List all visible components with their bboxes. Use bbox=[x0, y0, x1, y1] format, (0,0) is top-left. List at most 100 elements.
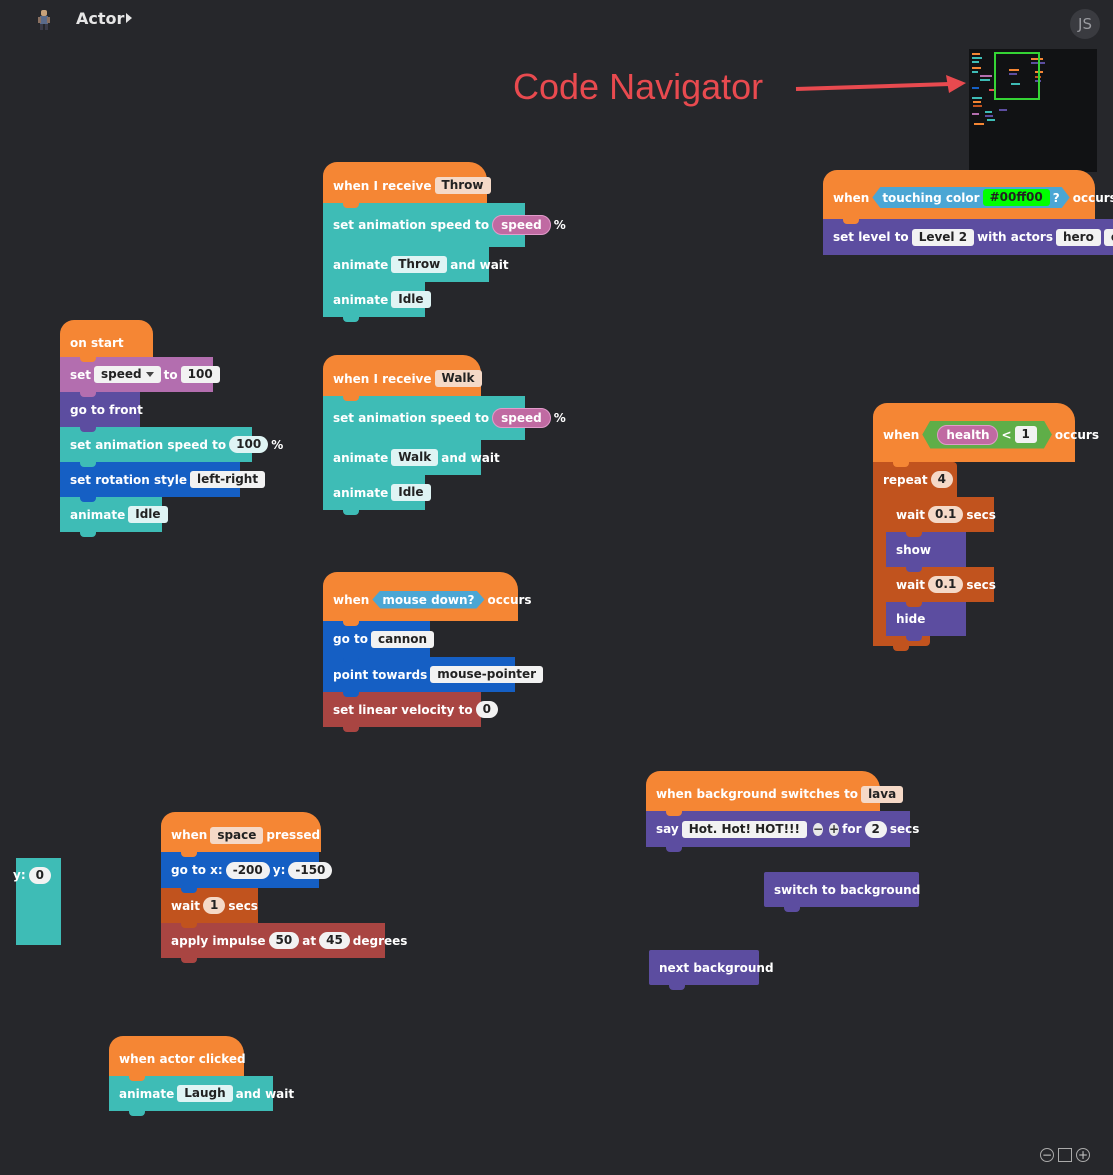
caret-right-icon[interactable] bbox=[126, 13, 132, 23]
actor-dropdown-hero[interactable]: hero bbox=[1056, 228, 1101, 246]
speed-variable[interactable]: speed bbox=[492, 215, 551, 235]
animate-and-wait-block[interactable]: animate Walk and wait bbox=[323, 440, 500, 480]
actor-dropdown-coin[interactable]: coin bbox=[1103, 228, 1113, 246]
animation-dropdown[interactable]: Idle bbox=[391, 484, 431, 501]
set-animation-speed-block[interactable]: set animation speed to 100 % bbox=[60, 427, 283, 467]
animation-dropdown[interactable]: Laugh bbox=[177, 1085, 233, 1102]
velocity-label: set linear velocity to bbox=[333, 702, 473, 717]
navigator-viewport[interactable] bbox=[994, 52, 1040, 100]
set-animation-speed-block[interactable]: set animation speed to speed % bbox=[323, 396, 566, 445]
anim-speed-label: set animation speed to bbox=[70, 437, 227, 452]
when-i-receive-throw-hat[interactable]: when I receive Throw bbox=[323, 162, 491, 208]
set-linear-velocity-block[interactable]: set linear velocity to 0 bbox=[323, 692, 498, 732]
plus-icon[interactable]: + bbox=[1076, 1148, 1090, 1162]
set-label: set bbox=[70, 367, 92, 382]
when-mouse-down-hat[interactable]: when mouse down? occurs bbox=[323, 572, 532, 626]
show-block[interactable]: show bbox=[886, 532, 966, 572]
switch-to-background-block[interactable]: switch to background bbox=[764, 872, 920, 912]
when-i-receive-walk-hat[interactable]: when I receive Walk bbox=[323, 355, 482, 401]
mouse-down-condition[interactable]: mouse down? bbox=[372, 591, 484, 609]
go-to-target-dropdown[interactable]: cannon bbox=[371, 630, 435, 648]
variable-dropdown[interactable]: speed bbox=[94, 366, 161, 383]
go-to-x-label: go to x: bbox=[171, 863, 223, 877]
set-value-input[interactable]: 100 bbox=[180, 366, 220, 383]
animation-dropdown[interactable]: Idle bbox=[391, 291, 431, 308]
hide-block[interactable]: hide bbox=[886, 602, 966, 641]
minus-icon[interactable]: − bbox=[812, 821, 824, 836]
actor-sprite-icon[interactable] bbox=[34, 8, 54, 32]
plus-icon[interactable]: + bbox=[829, 821, 840, 836]
impulse-force-input[interactable]: 50 bbox=[268, 932, 300, 949]
animate-block[interactable]: animate Idle bbox=[323, 282, 431, 322]
animate-label: animate bbox=[333, 450, 389, 465]
minus-icon[interactable]: − bbox=[1040, 1148, 1054, 1162]
repeat-count-input[interactable]: 4 bbox=[930, 471, 953, 488]
partial-go-to-block[interactable]: y: 0 bbox=[13, 858, 61, 945]
color-picker[interactable]: #00ff00 bbox=[983, 189, 1050, 206]
go-to-xy-block[interactable]: go to x: -200 y: -150 bbox=[161, 852, 333, 893]
set-rotation-style-block[interactable]: set rotation style left-right bbox=[60, 462, 266, 502]
animation-dropdown[interactable]: Idle bbox=[128, 506, 168, 523]
point-towards-block[interactable]: point towards mouse-pointer bbox=[323, 657, 544, 697]
less-than-condition[interactable]: health < 1 bbox=[922, 421, 1052, 449]
anim-speed-input[interactable]: 100 bbox=[229, 436, 269, 453]
y-input[interactable]: -150 bbox=[288, 861, 333, 879]
impulse-angle-input[interactable]: 45 bbox=[319, 932, 350, 949]
apply-impulse-block[interactable]: apply impulse 50 at 45 degrees bbox=[161, 923, 407, 963]
say-text-input[interactable]: Hot. Hot! HOT!!! bbox=[681, 820, 807, 838]
set-variable-block[interactable]: set speed to 100 bbox=[60, 357, 220, 397]
wait-duration-input[interactable]: 0.1 bbox=[928, 576, 964, 593]
wait-duration-input[interactable]: 1 bbox=[203, 897, 226, 914]
animate-label: animate bbox=[70, 507, 126, 522]
when-key-pressed-hat[interactable]: when space pressed bbox=[161, 812, 321, 857]
point-target-dropdown[interactable]: mouse-pointer bbox=[430, 666, 544, 683]
when-actor-clicked-hat[interactable]: when actor clicked bbox=[109, 1036, 246, 1081]
velocity-input[interactable]: 0 bbox=[475, 701, 498, 718]
animate-block[interactable]: animate Idle bbox=[60, 497, 168, 537]
animate-and-wait-block[interactable]: animate Laugh and wait bbox=[109, 1076, 294, 1116]
repeat-block[interactable]: repeat 4 bbox=[873, 462, 957, 497]
anim-speed-unit: % bbox=[553, 218, 566, 232]
code-navigator[interactable] bbox=[969, 49, 1097, 172]
square-icon[interactable] bbox=[1058, 1148, 1072, 1162]
on-start-hat[interactable]: on start bbox=[60, 320, 153, 362]
animate-and-wait-block[interactable]: animate Throw and wait bbox=[323, 247, 509, 287]
set-level-block[interactable]: set level to Level 2 with actors hero co… bbox=[823, 219, 1113, 255]
health-variable[interactable]: health bbox=[937, 425, 998, 445]
animation-dropdown[interactable]: Walk bbox=[391, 449, 439, 466]
avatar[interactable]: JS bbox=[1070, 9, 1100, 39]
key-dropdown[interactable]: space bbox=[210, 826, 264, 844]
when-background-switches-hat[interactable]: when background switches to lava bbox=[646, 771, 904, 816]
wait-duration-input[interactable]: 0.1 bbox=[928, 506, 964, 523]
say-for-secs-block[interactable]: say Hot. Hot! HOT!!! − + for 2 secs bbox=[646, 811, 919, 852]
when-health-condition-hat[interactable]: when health < 1 occurs bbox=[873, 403, 1099, 467]
compare-value-input[interactable]: 1 bbox=[1015, 426, 1037, 443]
message-dropdown[interactable]: Walk bbox=[434, 370, 482, 387]
rotation-style-dropdown[interactable]: left-right bbox=[189, 471, 266, 488]
when-label: when bbox=[171, 828, 208, 842]
speed-variable[interactable]: speed bbox=[492, 408, 551, 428]
background-dropdown[interactable]: lava bbox=[861, 785, 904, 803]
actor-clicked-label: when actor clicked bbox=[119, 1052, 246, 1066]
message-dropdown[interactable]: Throw bbox=[434, 177, 491, 194]
level-dropdown[interactable]: Level 2 bbox=[911, 228, 975, 246]
go-to-front-block[interactable]: go to front bbox=[60, 392, 143, 432]
go-to-front-label: go to front bbox=[70, 402, 143, 417]
actor-title[interactable]: Actor bbox=[76, 9, 125, 28]
wait-block[interactable]: wait 0.1 secs bbox=[886, 567, 996, 607]
x-input[interactable]: -200 bbox=[225, 861, 270, 879]
next-background-block[interactable]: next background bbox=[649, 950, 774, 990]
say-duration-input[interactable]: 2 bbox=[864, 820, 887, 838]
y-value-input[interactable]: 0 bbox=[28, 867, 51, 884]
secs-label: secs bbox=[889, 822, 920, 836]
wait-block[interactable]: wait 0.1 secs bbox=[886, 497, 996, 537]
set-level-label: set level to bbox=[833, 230, 909, 244]
wait-block[interactable]: wait 1 secs bbox=[161, 888, 258, 928]
animate-block[interactable]: animate Idle bbox=[323, 475, 431, 515]
when-touching-color-hat[interactable]: when touching color #00ff00 ? occurs bbox=[823, 170, 1113, 224]
receive-label: when I receive bbox=[333, 371, 432, 386]
set-animation-speed-block[interactable]: set animation speed to speed % bbox=[323, 203, 566, 252]
touching-color-condition[interactable]: touching color #00ff00 ? bbox=[872, 187, 1069, 208]
go-to-block[interactable]: go to cannon bbox=[323, 621, 435, 662]
animation-dropdown[interactable]: Throw bbox=[391, 256, 448, 273]
